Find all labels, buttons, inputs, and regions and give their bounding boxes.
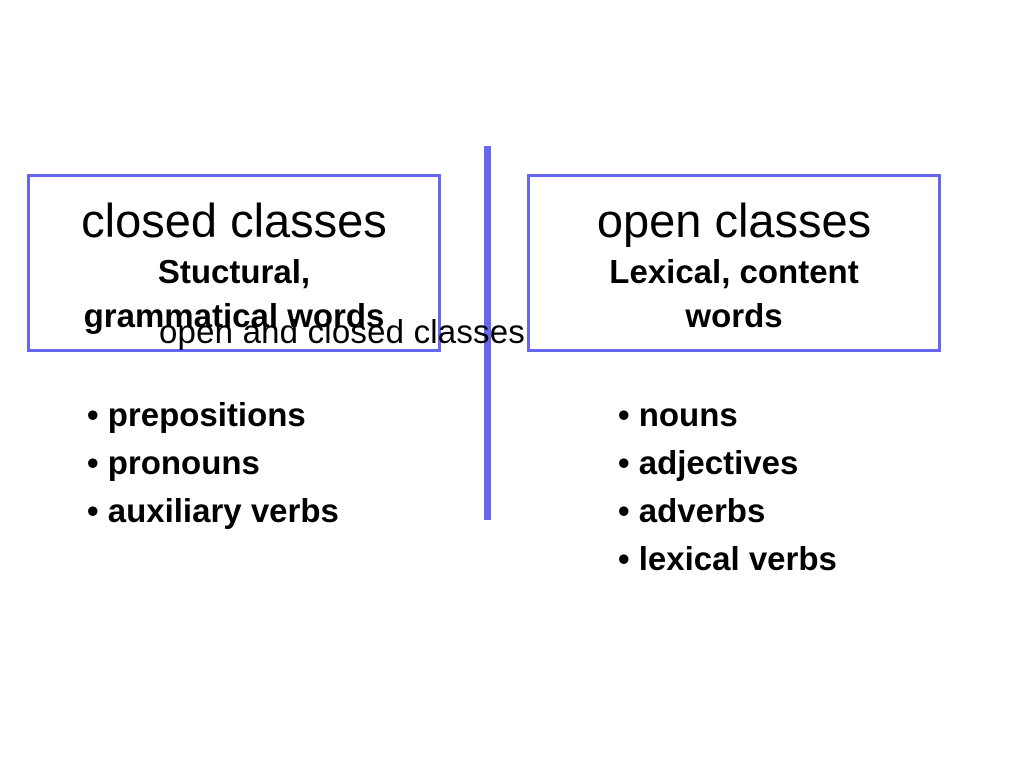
bullet-icon: • [618,492,630,529]
open-classes-box: open classes Lexical, content words [527,174,941,352]
list-item-label: lexical verbs [638,540,837,577]
list-item: • adjectives [618,439,837,487]
open-classes-list: • nouns • adjectives • adverbs • lexical… [618,391,837,583]
open-subtitle-line-2: words [685,297,783,334]
list-item: • prepositions [87,391,339,439]
list-item-label: adjectives [638,444,799,481]
bullet-icon: • [87,444,99,481]
list-item-label: auxiliary verbs [107,492,339,529]
open-classes-heading: open classes [596,194,872,247]
bullet-icon: • [87,492,99,529]
list-item-label: pronouns [107,444,260,481]
bullet-icon: • [618,396,630,433]
bullet-icon: • [618,444,630,481]
bullet-icon: • [618,540,630,577]
list-item: • adverbs [618,487,837,535]
closed-classes-list: • prepositions • pronouns • auxiliary ve… [87,391,339,535]
list-item: • nouns [618,391,837,439]
center-divider [484,146,491,520]
bullet-icon: • [87,396,99,433]
list-item-label: adverbs [638,492,766,529]
list-item: • auxiliary verbs [87,487,339,535]
slide-title: open and closed classes [159,313,526,350]
closed-classes-heading: closed classes [81,194,387,247]
list-item-label: nouns [638,396,738,433]
list-item: • pronouns [87,439,339,487]
list-item: • lexical verbs [618,535,837,583]
closed-subtitle-line-1: Stuctural, [157,253,311,290]
closed-classes-box: closed classes Stuctural, grammatical wo… [27,174,441,352]
closed-classes-subtitle: Stuctural, grammatical words [30,247,438,341]
closed-subtitle-line-2: grammatical words [83,297,385,334]
list-item-label: prepositions [107,396,306,433]
open-classes-subtitle: Lexical, content words [530,247,938,341]
open-subtitle-line-1: Lexical, content [609,253,859,290]
